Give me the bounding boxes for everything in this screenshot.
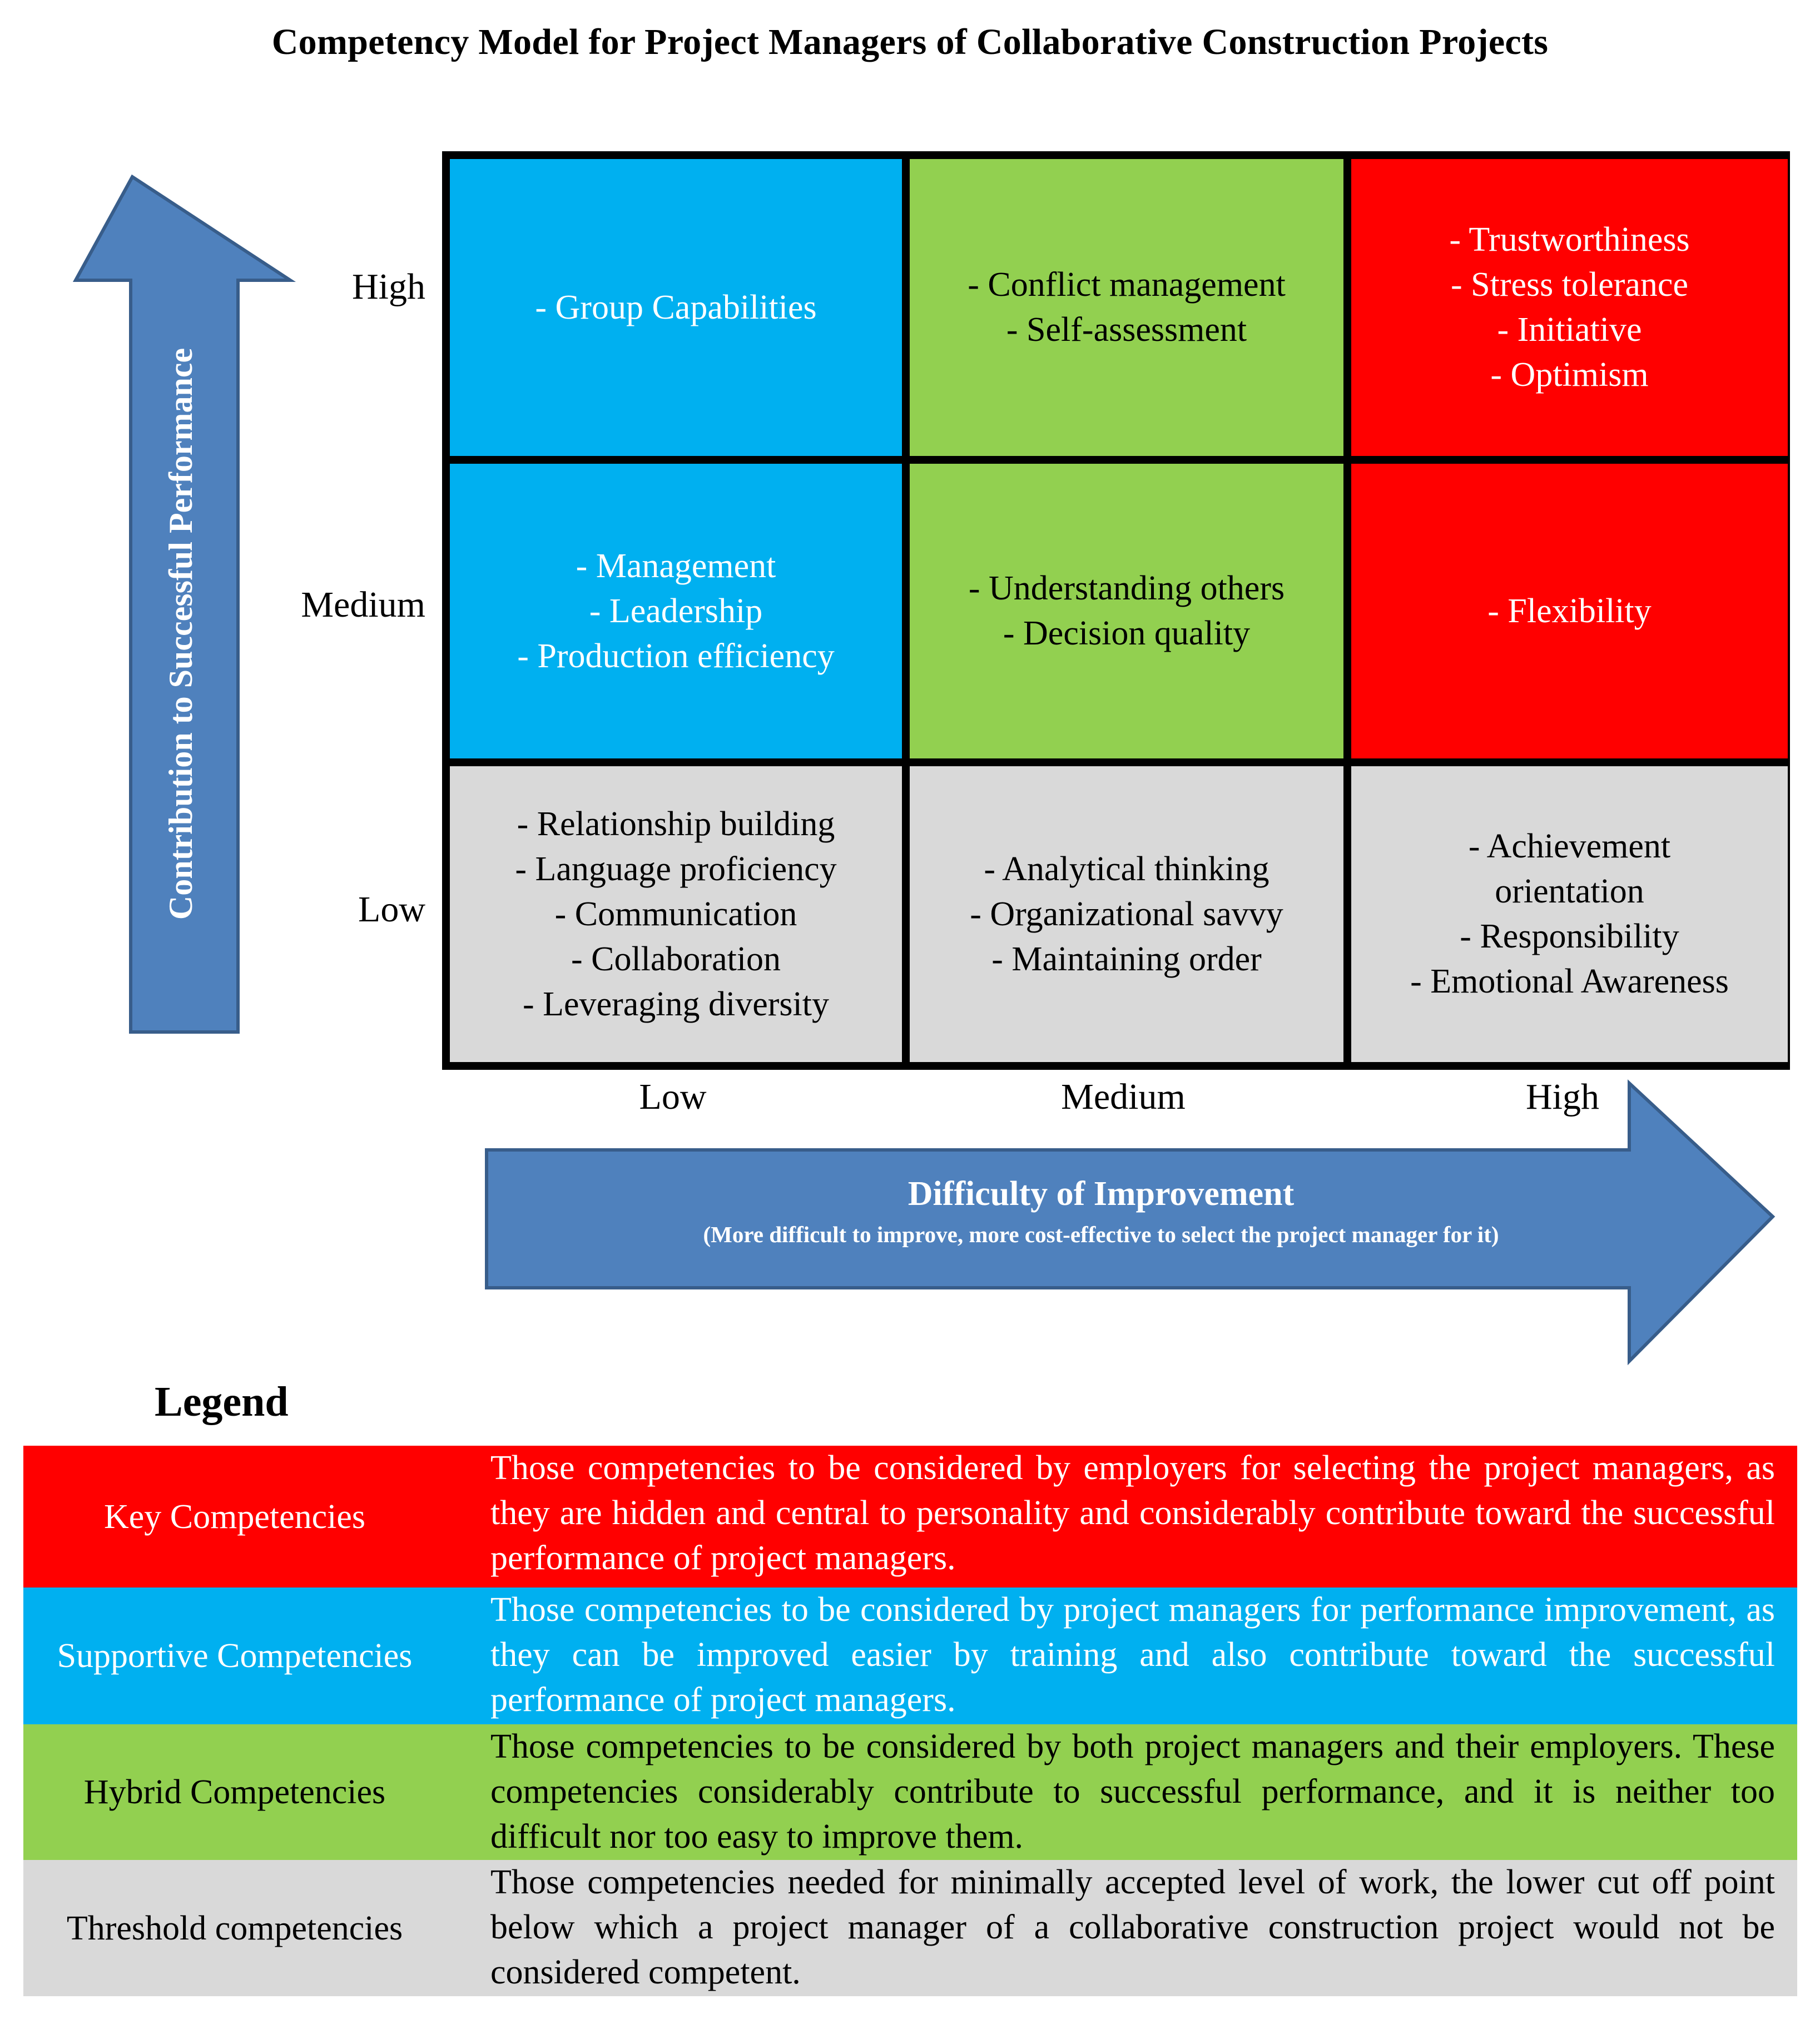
competency-matrix: - Group Capabilities - Conflict manageme…	[442, 151, 1790, 1070]
competency-item: orientation	[1495, 872, 1644, 910]
legend-name: Hybrid Competencies	[83, 1773, 386, 1811]
legend-title: Legend	[155, 1378, 289, 1425]
x-axis-arrow	[485, 1079, 1776, 1366]
cell-medium-contribution-medium-difficulty: - Understanding others - Decision qualit…	[910, 464, 1343, 758]
cell-low-contribution-medium-difficulty: - Analytical thinking - Organizational s…	[910, 766, 1343, 1062]
competency-item: - Stress tolerance	[1451, 266, 1688, 304]
competency-item: - Relationship building	[517, 805, 835, 843]
competency-item: - Management	[576, 547, 776, 585]
competency-item: - Trustworthiness	[1449, 221, 1690, 259]
legend-description: Those competencies to be considered by b…	[490, 1728, 1775, 1856]
competency-item: - Emotional Awareness	[1410, 963, 1729, 1000]
cell-low-contribution-low-difficulty: - Relationship building - Language profi…	[450, 766, 902, 1062]
y-level-low: Low	[358, 889, 425, 930]
legend-row-threshold: Threshold competencies Those competencie…	[23, 1860, 1797, 1996]
legend-name: Key Competencies	[103, 1497, 366, 1536]
competency-item: - Language proficiency	[515, 850, 837, 888]
competency-item: - Maintaining order	[991, 940, 1262, 978]
competency-item: - Organizational savvy	[970, 895, 1283, 933]
y-level-medium: Medium	[301, 584, 425, 625]
legend-row-key: Key Competencies Those competencies to b…	[23, 1446, 1797, 1588]
competency-item: - Analytical thinking	[984, 850, 1269, 888]
legend-row-supportive: Supportive Competencies Those competenci…	[23, 1588, 1797, 1724]
cell-medium-contribution-high-difficulty: - Flexibility	[1351, 464, 1788, 758]
competency-item: - Communication	[554, 895, 797, 933]
competency-item: - Production efficiency	[517, 637, 835, 675]
x-axis-sublabel: (More difficult to improve, more cost-ef…	[703, 1222, 1499, 1247]
competency-item: - Achievement	[1468, 827, 1671, 865]
cell-high-contribution-low-difficulty: - Group Capabilities	[450, 159, 902, 456]
legend-name: Threshold competencies	[66, 1909, 403, 1947]
diagram-title: Competency Model for Project Managers of…	[271, 22, 1549, 62]
competency-item: - Leadership	[589, 592, 763, 630]
competency-item: - Flexibility	[1487, 592, 1652, 630]
x-level-medium: Medium	[1061, 1077, 1186, 1117]
competency-item: - Responsibility	[1460, 917, 1679, 955]
legend-row-hybrid: Hybrid Competencies Those competencies t…	[23, 1724, 1797, 1860]
y-axis-arrow	[72, 174, 296, 1034]
legend-name: Supportive Competencies	[57, 1637, 413, 1675]
cell-high-contribution-medium-difficulty: - Conflict management - Self-assessment	[910, 159, 1343, 456]
legend-description: Those competencies needed for minimally …	[490, 1863, 1775, 1991]
x-level-high: High	[1526, 1077, 1599, 1117]
cell-low-contribution-high-difficulty: - Achievement orientation - Responsibili…	[1351, 766, 1788, 1062]
competency-item: - Understanding others	[968, 569, 1285, 607]
competency-item: - Leveraging diversity	[523, 985, 829, 1023]
x-level-low: Low	[639, 1077, 707, 1117]
competency-item: - Self-assessment	[1006, 311, 1247, 349]
legend-table: Key Competencies Those competencies to b…	[23, 1446, 1797, 1996]
y-level-high: High	[352, 266, 425, 307]
x-axis-label: Difficulty of Improvement	[907, 1175, 1295, 1213]
competency-item: - Optimism	[1490, 356, 1649, 394]
cell-medium-contribution-low-difficulty: - Management - Leadership - Production e…	[450, 464, 902, 758]
competency-item: - Conflict management	[968, 266, 1286, 304]
competency-item: - Group Capabilities	[535, 288, 817, 326]
cell-high-contribution-high-difficulty: - Trustworthiness - Stress tolerance - I…	[1351, 159, 1788, 456]
legend-description: Those competencies to be considered by e…	[490, 1449, 1775, 1577]
competency-item: - Collaboration	[571, 940, 781, 978]
y-axis-label: Contribution to Successful Performance	[162, 348, 199, 920]
competency-item: - Initiative	[1497, 311, 1642, 349]
legend-description: Those competencies to be considered by p…	[490, 1591, 1775, 1719]
competency-item: - Decision quality	[1003, 614, 1251, 652]
